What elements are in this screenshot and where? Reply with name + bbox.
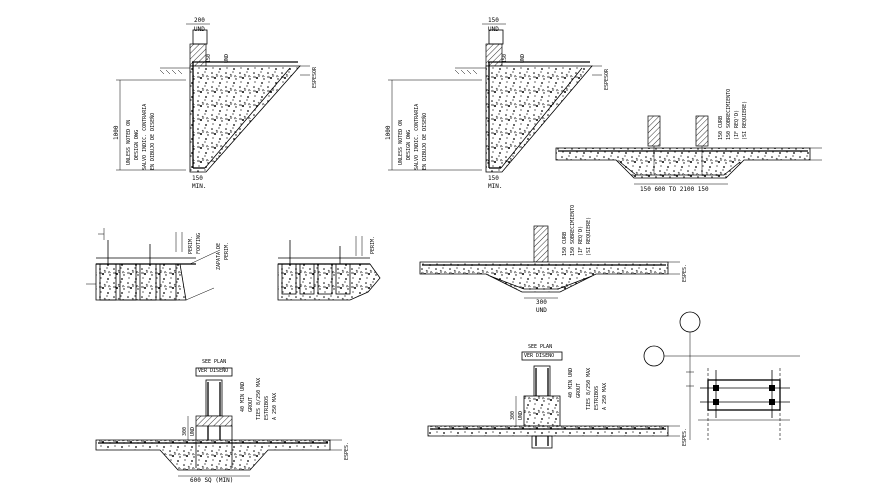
d3-curb-1: 150 CURB — [718, 116, 724, 140]
detail-2-perimeter-footing: 150 UND 150 UND ESPESOR 1000 UNLESS NOTE… — [385, 17, 610, 190]
d8-tie-5: A 250 MAX — [602, 383, 608, 410]
d7-ver-diseno: VER DISEÑO — [198, 367, 228, 374]
d3-curb-3: (IF REQ'D) — [734, 110, 740, 140]
d2-espesor: ESPESOR — [604, 68, 610, 90]
d6-curb-4: (SI REQUIERE) — [586, 217, 592, 256]
d4-note-1: PERIM. — [188, 236, 194, 254]
d5-note: PERIM. — [370, 236, 376, 254]
d3-dims: 150 600 TO 2100 150 — [640, 186, 709, 193]
d2-dim-top: 150 — [488, 17, 499, 24]
d1-dim-1000: 1000 — [113, 125, 120, 140]
grid-bubble-icon — [679, 311, 701, 333]
d1-dim-bot: 150 — [192, 175, 203, 182]
d1-note-4: EN DIBUJO DE DISEÑO — [149, 113, 156, 170]
d8-und: UND — [518, 411, 524, 420]
d7-tie-1: 40 MIN UND — [240, 382, 246, 412]
d8-see-plan: SEE PLAN — [528, 344, 552, 350]
d2-dim-1000: 1000 — [385, 125, 392, 140]
d2-dim-bot: 150 — [488, 175, 499, 182]
d6-und: UND — [536, 307, 547, 314]
d7-dim-300: 300 — [182, 427, 188, 436]
d2-min: MIN. — [488, 183, 502, 190]
d6-dim-300: 300 — [536, 299, 547, 306]
d7-see-plan: SEE PLAN — [202, 359, 226, 365]
detail-3-slab-thickening-curbs: 150 600 TO 2100 150 150 CURB 150 SOBRECI… — [555, 89, 822, 193]
d2-und: UND — [488, 26, 499, 33]
detail-5-perimeter-footing-small: PERIM. — [277, 236, 381, 301]
d1-espesor: ESPESOR — [312, 66, 318, 88]
d1-min: MIN. — [192, 183, 206, 190]
d7-tie-5: A 250 MAX — [272, 393, 278, 420]
d6-espes: ESPES. — [682, 264, 688, 282]
d8-tie-2: GROUT — [576, 383, 582, 398]
detail-1-perimeter-footing: 200 UND 150 UND ESPESOR 1000 UNLESS NOTE… — [113, 17, 318, 190]
d7-dim-600sq: 600 SQ (MIN) — [190, 477, 233, 484]
d4-note-4: PERIM. — [224, 242, 230, 260]
detail-4-perimeter-footing-rebar: PERIM. FOOTING ZAPATA DE PERIM. — [86, 228, 230, 301]
grid-bubble-icon — [643, 345, 665, 367]
d2-note-4: EN DIBUJO DE DISEÑO — [421, 113, 428, 170]
d3-curb-4: (SI REQUIERE) — [742, 101, 748, 140]
d6-curb-3: (IF REQ'D) — [578, 226, 584, 256]
d8-tie-4: ESTRIBOS — [594, 386, 600, 410]
detail-8-column-pedestal: SEE PLAN VER DISEÑO ESPES. 300 UND 40 MI… — [427, 344, 688, 449]
d7-tie-2: GROUT — [248, 397, 254, 412]
d7-espes: ESPES. — [344, 442, 350, 460]
d1-dim-150: 150 — [206, 54, 212, 63]
d1-note-1: UNLESS NOTED ON — [126, 120, 132, 165]
d7-und: UND — [190, 427, 196, 436]
d2-note-3: SALVO INDIC. CONTRARIA — [414, 104, 420, 170]
d4-note-3: ZAPATA DE — [216, 243, 222, 270]
d3-curb-2: 150 SOBRECIMIENTO — [726, 89, 732, 140]
d2-note-1: UNLESS NOTED ON — [398, 120, 404, 165]
d1-und: UND — [194, 26, 205, 33]
d1-note-3: SALVO INDIC. CONTRARIA — [142, 104, 148, 170]
d6-curb-2: 150 SOBRECIMIENTO — [570, 205, 576, 256]
d6-curb-1: 150 CURB — [562, 232, 568, 256]
d1-note-2: DESIGN DWG — [134, 130, 140, 160]
d2-und-2: UND — [520, 54, 526, 63]
d2-note-2: DESIGN DWG — [406, 130, 412, 160]
d1-und-2: UND — [224, 54, 230, 63]
d8-dim-300: 300 — [510, 411, 516, 420]
d8-ver-diseno: VER DISEÑO — [524, 352, 554, 359]
d8-tie-1: 40 MIN UND — [568, 368, 574, 398]
d8-tie-3: TIES 8/250 MAX — [586, 368, 592, 410]
d4-note-2: FOOTING — [196, 233, 202, 254]
d2-dim-150: 150 — [502, 54, 508, 63]
d7-tie-4: ESTRIBOS — [264, 396, 270, 420]
d1-dim-top: 200 — [194, 17, 205, 24]
detail-6-slab-thickening-curb: ESPES. 300 UND 150 CURB 150 SOBRECIMIENT… — [419, 205, 688, 314]
detail-9-anchor-plan — [643, 311, 800, 440]
d8-espes: ESPES. — [682, 428, 688, 446]
d7-tie-3: TIES 8/250 MAX — [256, 378, 262, 420]
detail-7-column-footing: SEE PLAN VER DISEÑO ESPES. 300 UND 600 S… — [95, 359, 350, 484]
